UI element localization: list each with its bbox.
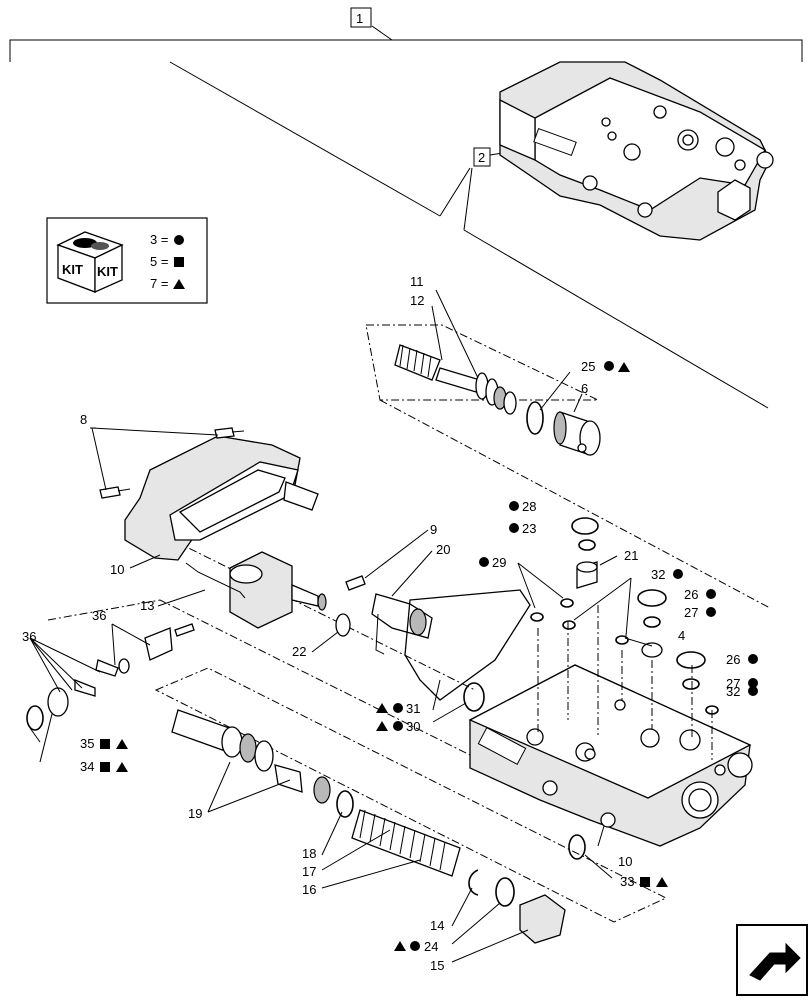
callout-8: 8 — [80, 412, 87, 427]
callout-18: 18 — [302, 846, 316, 861]
callout-19: 19 — [188, 806, 202, 821]
callout-34-triangle — [116, 762, 128, 772]
callout-33: 33 — [620, 874, 634, 889]
callout-labels: 11 12 25 6 8 10 13 22 9 20 28 23 21 29 3… — [22, 274, 758, 973]
callout-27a: 27 — [684, 605, 698, 620]
callout-28-circle — [509, 501, 519, 511]
callout-26b-circle — [748, 654, 758, 664]
upper-envelope — [365, 324, 599, 401]
callout-23: 23 — [522, 521, 536, 536]
callout-23-circle — [509, 523, 519, 533]
callout-17: 17 — [302, 864, 316, 879]
callout-27b: 27 — [726, 676, 740, 691]
valve-body-illustration — [468, 605, 753, 847]
callout-22: 22 — [292, 644, 306, 659]
kit-entry-5: 5 = — [150, 254, 168, 269]
callout-35: 35 — [80, 736, 94, 751]
callout-24-circle — [410, 941, 420, 951]
ref-2-label: 2 — [478, 150, 485, 165]
leader-lines — [29, 289, 653, 963]
callout-10a: 10 — [110, 562, 124, 577]
kit-circle-symbol — [174, 235, 184, 245]
callout-32b-circle — [748, 686, 758, 696]
callout-34: 34 — [80, 759, 94, 774]
callout-6: 6 — [581, 381, 588, 396]
callout-31: 31 — [406, 701, 420, 716]
callout-27a-circle — [706, 607, 716, 617]
seal-rings — [463, 517, 719, 860]
kit-square-symbol — [174, 257, 184, 267]
callout-24-triangle — [394, 941, 406, 951]
left-small-parts — [26, 623, 195, 731]
callout-26a-circle — [706, 589, 716, 599]
upper-spool-parts — [394, 344, 601, 456]
lower-envelope — [154, 667, 668, 923]
callout-33-square — [640, 877, 650, 887]
ref-1-label: 1 — [356, 11, 363, 26]
callout-31-circle — [393, 703, 403, 713]
kit-badge-label-1: KIT — [62, 262, 83, 277]
callout-29: 29 — [492, 555, 506, 570]
callout-15: 15 — [430, 958, 444, 973]
callout-24: 24 — [424, 939, 438, 954]
callout-35-square — [100, 739, 110, 749]
callout-26a: 26 — [684, 587, 698, 602]
lower-spool-parts — [171, 709, 566, 944]
callout-34-square — [100, 762, 110, 772]
callout-4: 4 — [678, 628, 685, 643]
cover-and-screws — [91, 427, 319, 561]
kit-legend-box: KIT KIT 3 = 5 = 7 = — [46, 217, 208, 304]
callout-28: 28 — [522, 499, 536, 514]
callout-27b-circle — [748, 678, 758, 688]
callout-12: 12 — [410, 293, 424, 308]
callout-13: 13 — [140, 598, 154, 613]
callout-9: 9 — [430, 522, 437, 537]
callout-20: 20 — [436, 542, 450, 557]
callout-33-triangle — [656, 877, 668, 887]
callout-31-triangle — [376, 703, 388, 713]
callout-35-triangle — [116, 739, 128, 749]
callout-16: 16 — [302, 882, 316, 897]
callout-36b: 36 — [22, 629, 36, 644]
callout-30-triangle — [376, 721, 388, 731]
callout-11: 11 — [410, 274, 424, 289]
kit-badge-label-2: KIT — [97, 264, 118, 279]
valve-assembly-illustration: 2 — [169, 61, 774, 409]
solenoid-parts — [185, 551, 531, 701]
kit-entry-3: 3 = — [150, 232, 168, 247]
callout-25-circle — [604, 361, 614, 371]
callout-32a-circle — [673, 569, 683, 579]
callout-32b-visible: 32 — [726, 684, 740, 699]
assembly-bracket: 1 — [9, 7, 803, 62]
callout-14: 14 — [430, 918, 444, 933]
callout-32a: 32 — [651, 567, 665, 582]
callout-26b: 26 — [726, 652, 740, 667]
next-page-arrow-icon[interactable] — [736, 924, 808, 996]
callout-30: 30 — [406, 719, 420, 734]
kit-box-icon: KIT KIT — [56, 231, 124, 294]
kit-triangle-symbol — [173, 279, 185, 289]
callout-25: 25 — [581, 359, 595, 374]
callout-30-circle — [393, 721, 403, 731]
callout-29-circle — [479, 557, 489, 567]
callout-36a: 36 — [92, 608, 106, 623]
callout-25-triangle — [618, 362, 630, 372]
callout-10b: 10 — [618, 854, 632, 869]
callout-21: 21 — [624, 548, 638, 563]
kit-entry-7: 7 = — [150, 276, 168, 291]
